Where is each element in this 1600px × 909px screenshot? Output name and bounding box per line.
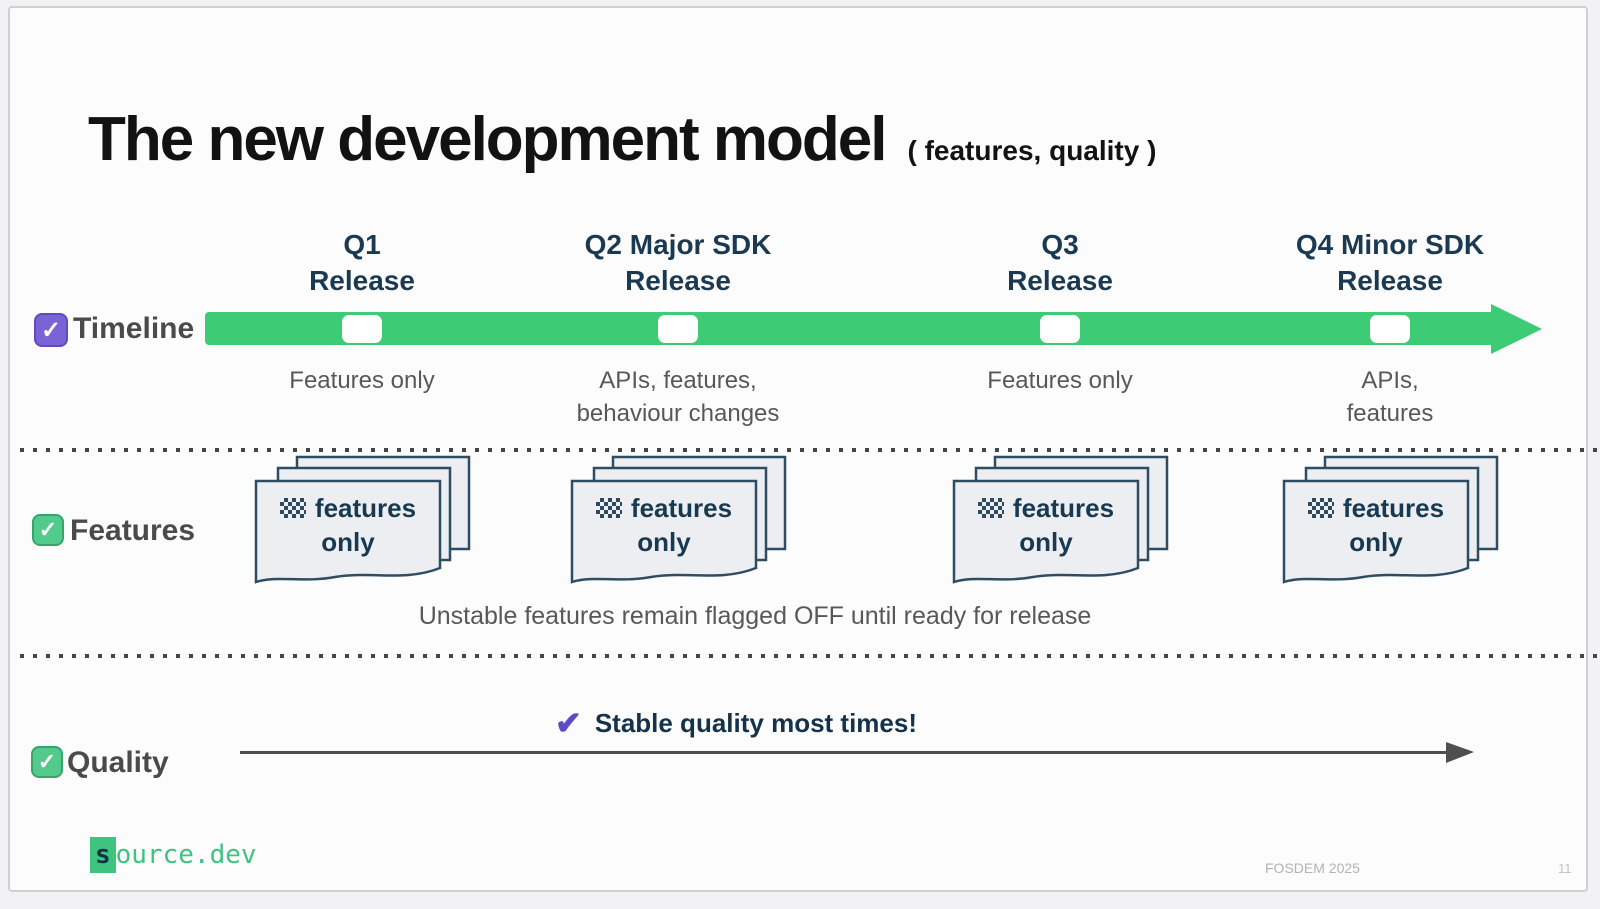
q2-sublabel-line2: behaviour changes	[576, 400, 780, 427]
q3-title-line1: Q3	[1041, 229, 1079, 260]
logo-highlight-letter: s	[90, 837, 116, 873]
timeline-milestone-q1	[342, 315, 382, 343]
q4-title-line2: Release	[1337, 265, 1443, 296]
q2-sublabel-line1: APIs, features,	[599, 367, 757, 394]
feature-card-stack-q1: features only	[247, 455, 477, 591]
timeline-bar	[205, 312, 1492, 345]
column-header-q4: Q4 Minor SDK Release	[1210, 227, 1570, 299]
dotted-divider-top	[20, 448, 1600, 452]
timeline-checkbox-icon: ✓	[34, 313, 68, 347]
q4-title-line1: Q4 Minor SDK	[1295, 229, 1485, 260]
checkered-flag-icon	[977, 498, 1004, 518]
check-icon: ✓	[37, 749, 57, 774]
feature-card-text: features only	[1284, 491, 1468, 559]
feature-card-text: features only	[256, 491, 440, 559]
title-main: The new development model	[88, 105, 887, 174]
document-stack-icon	[254, 455, 471, 584]
features-row-label: Features	[70, 514, 196, 547]
card-word-2: only	[637, 527, 691, 557]
quality-note: ✔ Stable quality most times!	[555, 707, 917, 739]
footer-event-label: FOSDEM 2025	[1265, 860, 1360, 876]
timeline-milestone-q2	[658, 315, 698, 343]
feature-card-stack-q4: features only	[1275, 455, 1505, 591]
timeline-arrowhead-icon	[1491, 304, 1542, 354]
q3-sublabel-line1: Features only	[987, 367, 1133, 394]
q2-sublabel: APIs, features, behaviour changes	[498, 364, 858, 430]
q1-title-line1: Q1	[343, 229, 381, 260]
slide-canvas: The new development model ( features, qu…	[8, 6, 1600, 892]
quality-arrowhead-icon	[1446, 742, 1474, 763]
page-title: The new development model ( features, qu…	[88, 104, 1156, 175]
quality-checkbox-icon: ✓	[31, 746, 63, 778]
timeline-milestone-q4	[1370, 315, 1410, 343]
features-caption: Unstable features remain flagged OFF unt…	[418, 602, 1092, 630]
q4-sublabel: APIs, features	[1210, 364, 1570, 430]
dotted-divider-bottom	[20, 654, 1600, 658]
logo-rest-text: ource.dev	[115, 840, 257, 870]
q3-title-line2: Release	[1007, 265, 1113, 296]
q3-sublabel: Features only	[880, 364, 1240, 397]
column-header-q1: Q1 Release	[182, 227, 542, 299]
feature-card-text: features only	[572, 491, 756, 559]
column-header-q3: Q3 Release	[880, 227, 1240, 299]
timeline-row-label: Timeline	[73, 312, 195, 345]
card-word-1: features	[314, 493, 417, 523]
q4-sublabel-line2: features	[1346, 400, 1434, 427]
feature-card-text: features only	[954, 491, 1138, 559]
check-icon: ✓	[40, 316, 62, 344]
timeline-milestone-q3	[1040, 315, 1080, 343]
column-header-q2: Q2 Major SDK Release	[498, 227, 858, 299]
feature-card-stack-q2: features only	[563, 455, 793, 591]
card-word-2: only	[1349, 527, 1403, 557]
feature-card-stack-q3: features only	[945, 455, 1175, 591]
q4-sublabel-line1: APIs,	[1361, 367, 1419, 394]
document-stack-icon	[570, 455, 787, 584]
q1-title-line2: Release	[309, 265, 415, 296]
quality-note-text: Stable quality most times!	[594, 707, 917, 738]
card-word-2: only	[1019, 527, 1073, 557]
q2-title-line1: Q2 Major SDK	[584, 229, 772, 260]
card-word-1: features	[1342, 493, 1445, 523]
document-stack-icon	[952, 455, 1169, 584]
purple-check-icon: ✔	[555, 705, 582, 741]
checkered-flag-icon	[1307, 498, 1334, 518]
footer-page-number: 11	[1558, 861, 1572, 876]
quality-row-label: Quality	[67, 746, 169, 779]
features-checkbox-icon: ✓	[32, 514, 64, 546]
checkered-flag-icon	[279, 498, 306, 518]
card-word-1: features	[1012, 493, 1115, 523]
card-word-2: only	[321, 527, 375, 557]
q1-sublabel: Features only	[182, 364, 542, 397]
q2-title-line2: Release	[625, 265, 731, 296]
checkered-flag-icon	[595, 498, 622, 518]
q1-sublabel-line1: Features only	[289, 367, 435, 394]
card-word-1: features	[630, 493, 733, 523]
check-icon: ✓	[38, 517, 58, 542]
title-suffix: ( features, quality )	[907, 135, 1157, 166]
quality-arrow-line	[240, 751, 1448, 754]
